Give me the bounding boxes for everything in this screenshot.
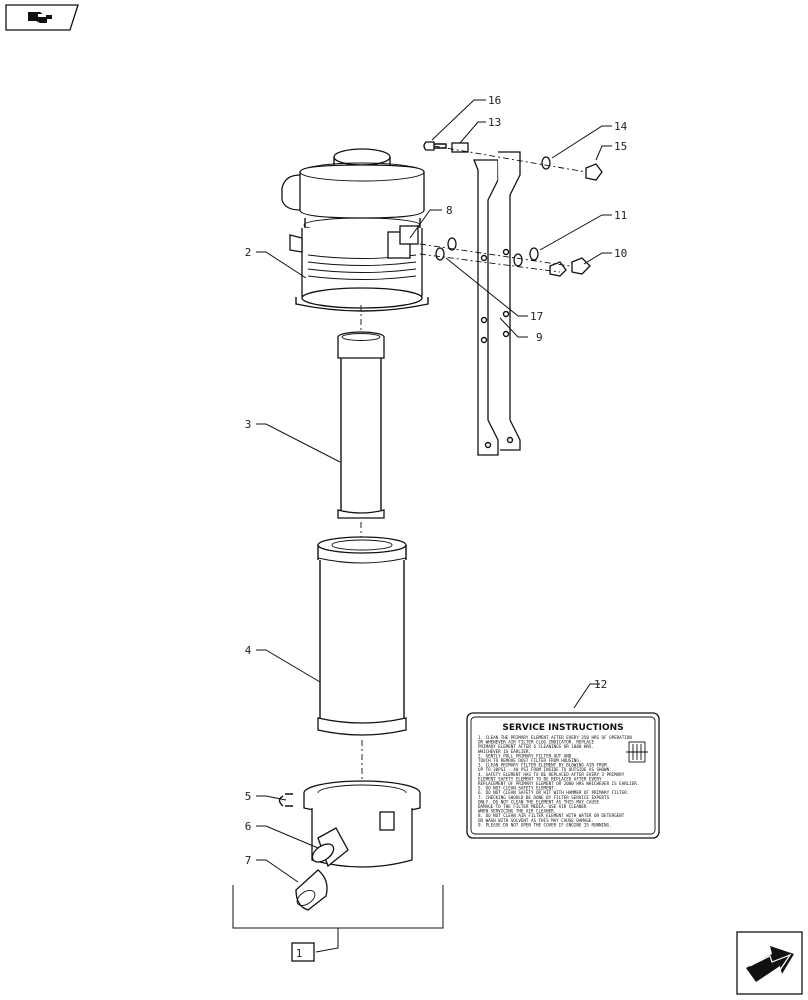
nut-10: [549, 257, 591, 277]
decal-line: 9. PLEASE DO NOT OPEN THE COVER IF ENGIN…: [478, 822, 612, 827]
callout-15: 15: [614, 140, 627, 153]
primary-filter-element: [317, 536, 407, 736]
washer-11-b: [513, 253, 523, 267]
callout-14: 14: [614, 120, 628, 133]
decal-line: TOUCH TO REMOVE DUST FILTER FROM HOUSING…: [478, 758, 581, 763]
service-instructions-decal: SERVICE INSTRUCTIONS 1. CLEAN THE PRIMAR…: [466, 712, 660, 839]
decal-line: 4. SAFETY ELEMENT HAS TO BE REPLACED AFT…: [478, 772, 625, 777]
decal-line: 1. CLEAN THE PRIMARY ELEMENT AFTER EVERY…: [478, 735, 632, 740]
decal-line: WHICHEVER IS EARLIER.: [478, 749, 531, 754]
decal-line: UP TO 30PSI - 40 PSI FROM INSIDE TO OUTS…: [478, 767, 612, 772]
callout-9: 9: [536, 331, 543, 344]
arrow-next-icon: [746, 946, 794, 982]
callout-17: 17: [530, 310, 543, 323]
decal-line: 2. GENTLY PULL PRIMARY FILTER OUT AND: [478, 753, 572, 758]
filter-diagram-icon: [626, 741, 648, 763]
decal-line: OR WASH WITH SOLVENT AS THIS MAY CAUSE D…: [478, 818, 594, 823]
decal-line: REPLACEMENT OF PRIMARY ELEMENT OR 2000 H…: [478, 781, 639, 786]
inlet-elbow-hose: [311, 827, 349, 868]
washer-14: [541, 156, 551, 170]
decal-line: 7. CHECKING SHOULD BE DONE BY FILTER SER…: [478, 795, 610, 800]
decal-line: DAMAGE TO THE FILTER MEDIA. USE AIR CLEA…: [478, 804, 587, 809]
bolt-16: [423, 141, 447, 151]
mounting-bracket: [473, 151, 521, 456]
decal-line: ELEMENT SAFETY ELEMENT TO BE REPLACED AF…: [478, 776, 602, 781]
callout-16: 16: [488, 94, 501, 107]
decal-line: 8. DO NOT CLEAN AIR FILTER ELEMENT WITH …: [478, 813, 625, 818]
safety-filter-element: [337, 331, 385, 519]
callout-6: 6: [245, 820, 252, 833]
callout-12: 12: [594, 678, 607, 691]
decal-title: SERVICE INSTRUCTIONS: [502, 723, 623, 733]
rain-cap: [295, 869, 328, 911]
air-cleaner-dust-bowl: [278, 780, 421, 868]
callout-7: 7: [245, 854, 252, 867]
decal-line: ONLY. DO NOT CLEAN THE ELEMENT AS THIS M…: [478, 799, 599, 804]
washer-17-a: [447, 237, 457, 251]
air-cleaner-upper-housing: [281, 148, 429, 312]
decal-line: 3. CLEAN PRIMARY FILTER ELEMENT BY BLOWI…: [478, 763, 607, 768]
washer-17: [435, 247, 445, 261]
next-nav-button[interactable]: [736, 931, 803, 995]
callout-3: 3: [245, 418, 252, 431]
callout-5: 5: [245, 790, 252, 803]
callout-11: 11: [614, 209, 627, 222]
decal-line: OR WHENEVER AIR FILTER CLOG INDICATOR. R…: [478, 740, 594, 745]
decal-line: PRIMARY ELEMENT AFTER 6 CLEANINGS OR 100…: [478, 744, 594, 749]
callout-10: 10: [614, 247, 627, 260]
callout-1: 1: [296, 947, 303, 960]
washer-11: [529, 247, 539, 261]
decal-text-block: 1. CLEAN THE PRIMARY ELEMENT AFTER EVERY…: [478, 735, 639, 827]
callout-2: 2: [245, 246, 252, 259]
back-nav-button[interactable]: [5, 4, 79, 31]
spacer-13: [451, 142, 469, 153]
decal-line: 6. DO NOT CLEAN SAFETY OR HIT WITH HAMME…: [478, 790, 629, 795]
callout-13: 13: [488, 116, 501, 129]
decal-line: 5. DO NOT CLEAN SAFETY ELEMENT.: [478, 786, 556, 791]
hand-pointing-back-icon: [28, 12, 52, 23]
callout-1-box: [291, 942, 315, 962]
decal-line: WHEN SERVICING THE AIR CLEANER.: [478, 809, 556, 814]
callout-8: 8: [446, 204, 453, 217]
callout-4: 4: [245, 644, 252, 657]
nut-15: [585, 163, 603, 181]
